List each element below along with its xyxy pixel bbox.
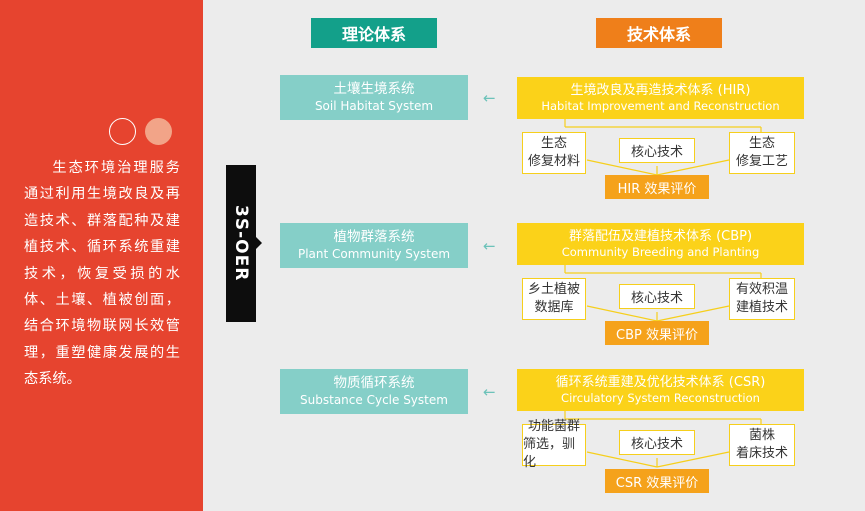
method-right-line1: 有效积温 xyxy=(735,282,788,297)
system-box-substance: 物质循环系统 Substance Cycle System xyxy=(280,369,468,414)
filled-circle-icon xyxy=(145,118,172,145)
left-panel: 生态环境治理服务通过利用生境改良及再造技术、群落配种及建植技术、循环系统重建技术… xyxy=(0,0,203,511)
system-box-plant: 植物群落系统 Plant Community System xyxy=(280,223,468,268)
method-left-line2: 数据库 xyxy=(534,300,574,315)
method-box-right: 菌株 着床技术 xyxy=(729,424,795,466)
method-right-line1: 生态 xyxy=(748,136,775,151)
method-left-line1: 乡土植被 xyxy=(527,282,580,297)
method-left-line2: 修复材料 xyxy=(527,154,580,169)
system-name-cn: 物质循环系统 xyxy=(333,375,415,391)
method-right-line1: 菌株 xyxy=(748,428,775,443)
tech-name-cn: 生境改良及再造技术体系 (HIR) xyxy=(570,83,751,98)
tech-box-csr: 循环系统重建及优化技术体系 (CSR) Circulatory System R… xyxy=(517,369,804,411)
method-right-line2: 建植技术 xyxy=(735,300,788,315)
system-name-en: Plant Community System xyxy=(297,247,451,261)
system-box-soil: 土壤生境系统 Soil Habitat System xyxy=(280,75,468,120)
method-right-line2: 着床技术 xyxy=(735,446,788,461)
technology-header: 技术体系 xyxy=(596,18,722,48)
outline-circle-icon xyxy=(109,118,136,145)
side-tab-label: 3S-OER xyxy=(231,205,251,282)
system-name-en: Substance Cycle System xyxy=(300,393,448,407)
method-left-line1: 生态 xyxy=(540,136,567,151)
connector-line xyxy=(656,451,730,468)
left-arrow-icon: ← xyxy=(483,383,496,401)
core-tech-box: 核心技术 xyxy=(619,430,695,455)
system-name-en: Soil Habitat System xyxy=(314,99,434,113)
left-arrow-icon: ← xyxy=(483,237,496,255)
side-tab: 3S-OER xyxy=(226,165,262,322)
tech-name-cn: 群落配伍及建植技术体系 (CBP) xyxy=(568,229,753,244)
description-text: 生态环境治理服务通过利用生境改良及再造技术、群落配种及建植技术、循环系统重建技术… xyxy=(24,160,180,388)
evaluation-box-hir: HIR 效果评价 xyxy=(605,175,709,199)
tech-name-en: Community Breeding and Planting xyxy=(561,245,760,259)
tech-box-cbp: 群落配伍及建植技术体系 (CBP) Community Breeding and… xyxy=(517,223,804,265)
connector-line xyxy=(656,305,730,322)
connector-line xyxy=(586,159,658,176)
connector-line xyxy=(586,451,658,468)
system-name-cn: 植物群落系统 xyxy=(333,229,415,245)
tech-name-en: Habitat Improvement and Reconstruction xyxy=(541,99,780,113)
system-name-cn: 土壤生境系统 xyxy=(333,81,415,97)
method-box-left: 生态 修复材料 xyxy=(522,132,586,174)
evaluation-box-cbp: CBP 效果评价 xyxy=(605,321,709,345)
connector-line xyxy=(586,305,658,322)
evaluation-box-csr: CSR 效果评价 xyxy=(605,469,709,493)
theory-header: 理论体系 xyxy=(311,18,437,48)
method-box-left: 乡土植被 数据库 xyxy=(522,278,586,320)
method-left-line1: 功能菌群 xyxy=(527,419,580,434)
left-arrow-icon: ← xyxy=(483,89,496,107)
connector-line xyxy=(656,159,730,176)
tech-name-en: Circulatory System Reconstruction xyxy=(561,391,760,405)
tech-name-cn: 循环系统重建及优化技术体系 (CSR) xyxy=(555,375,766,390)
method-box-left: 功能菌群 筛选，驯化 xyxy=(522,419,586,470)
core-tech-box: 核心技术 xyxy=(619,138,695,163)
tech-box-hir: 生境改良及再造技术体系 (HIR) Habitat Improvement an… xyxy=(517,77,804,119)
method-box-right: 有效积温 建植技术 xyxy=(729,278,795,320)
method-box-right: 生态 修复工艺 xyxy=(729,132,795,174)
core-tech-box: 核心技术 xyxy=(619,284,695,309)
method-right-line2: 修复工艺 xyxy=(735,154,788,169)
method-left-line2: 筛选，驯化 xyxy=(523,437,576,470)
